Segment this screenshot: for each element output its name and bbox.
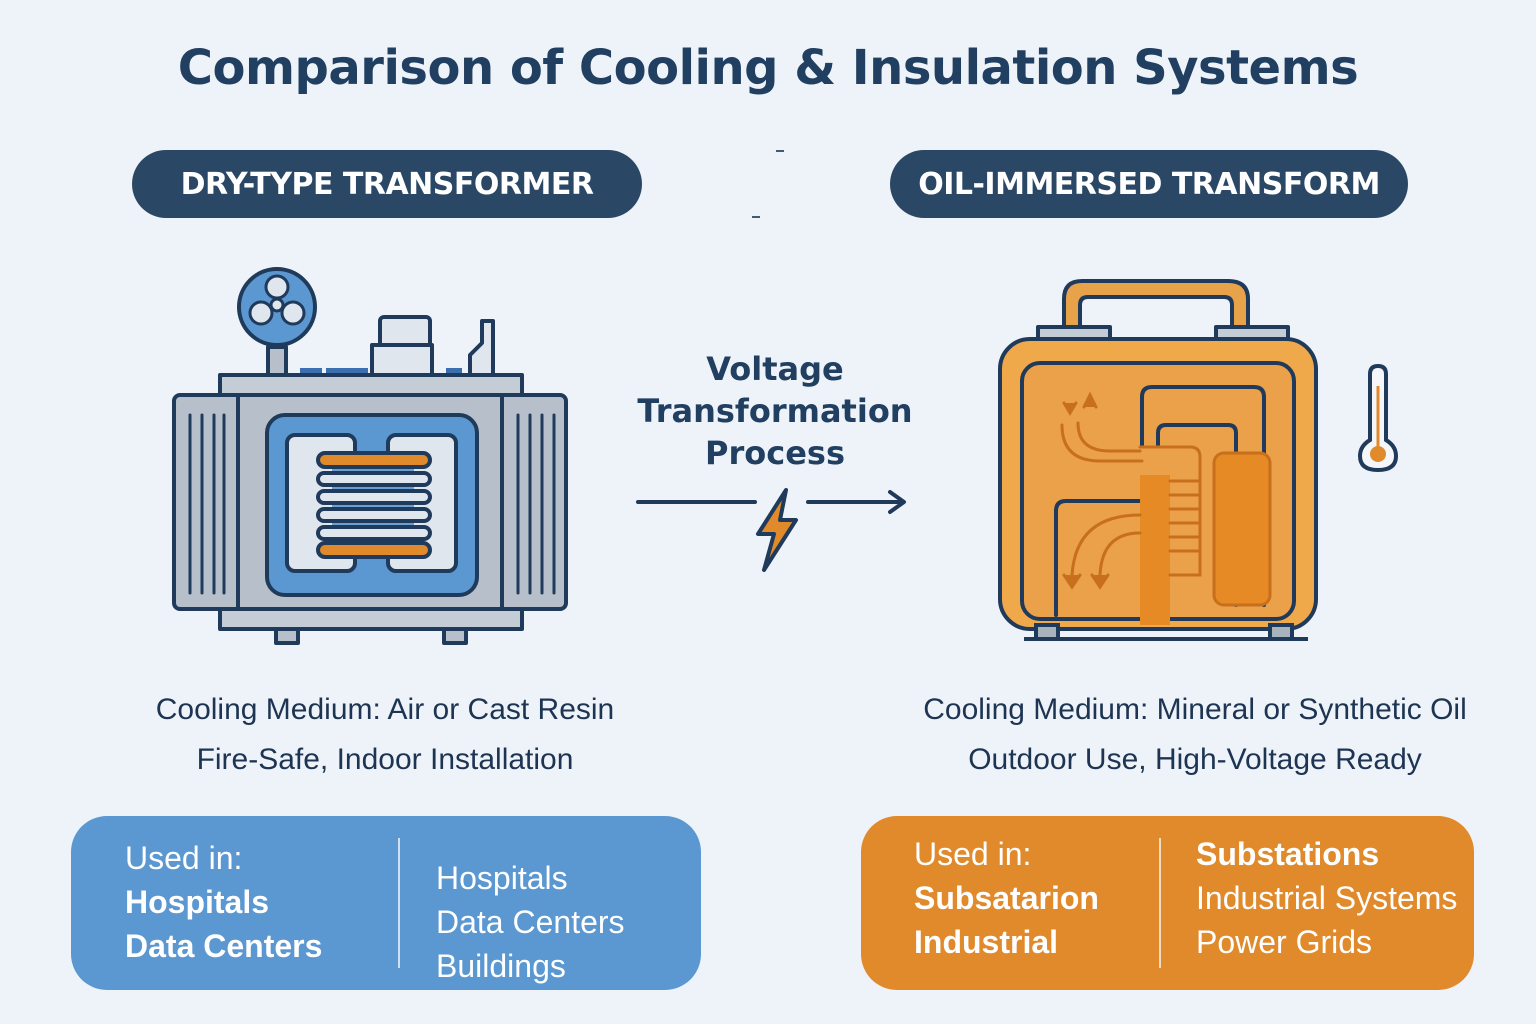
oil-immersed-description: Cooling Medium: Mineral or Synthetic Oil… — [870, 685, 1520, 785]
card-divider — [398, 838, 400, 968]
usage-item: Power Grids — [1196, 924, 1373, 960]
separator-dash — [776, 150, 784, 152]
process-label-line: Transformation — [637, 392, 913, 430]
process-label-line: Process — [705, 434, 845, 472]
usage-secondary-list: Hospitals Data Centers Buildings — [436, 856, 625, 988]
usage-label: Used in: — [914, 836, 1032, 872]
usage-item: Buildings — [436, 948, 566, 984]
usage-label: Used in: — [125, 840, 243, 876]
features-text: Outdoor Use, High-Voltage Ready — [968, 743, 1422, 776]
dry-type-description: Cooling Medium: Air or Cast Resin Fire-S… — [100, 685, 670, 785]
features-text: Fire-Safe, Indoor Installation — [196, 743, 574, 776]
right-arrow-icon — [636, 490, 906, 514]
dry-type-transformer-icon — [172, 267, 568, 645]
thermometer-icon — [1357, 363, 1399, 473]
usage-primary-list: Used in: Hospitals Data Centers — [125, 836, 322, 968]
process-label-line: Voltage — [706, 350, 844, 388]
oil-immersed-usage-card: Used in: Subsatarion Industrial Substati… — [861, 816, 1474, 990]
usage-item: Industrial Systems — [1196, 880, 1458, 916]
page-title: Comparison of Cooling & Insulation Syste… — [177, 40, 1359, 96]
separator-dash — [752, 216, 760, 218]
lightning-bolt-icon — [756, 488, 798, 572]
card-divider — [1159, 838, 1161, 968]
usage-item: Industrial — [914, 924, 1059, 960]
usage-secondary-list: Substations Industrial Systems Power Gri… — [1196, 832, 1457, 964]
usage-item: Data Centers — [125, 928, 323, 964]
usage-item: Data Centers — [436, 904, 625, 940]
dry-type-usage-card: Used in: Hospitals Data Centers Hospital… — [71, 816, 701, 990]
oil-immersed-header: OIL-IMMERSED TRANSFORM — [890, 150, 1408, 218]
process-label: Voltage Transformation Process — [620, 348, 930, 474]
usage-item: Subsatarion — [914, 880, 1099, 916]
cooling-medium-text: Cooling Medium: Air or Cast Resin — [155, 693, 615, 726]
dry-type-header: DRY-TYPE TRANSFORMER — [132, 150, 642, 218]
cooling-medium-text: Cooling Medium: Mineral or Synthetic Oil — [923, 693, 1467, 726]
oil-immersed-transformer-icon — [998, 279, 1318, 641]
usage-item: Hospitals — [125, 884, 270, 920]
usage-item: Substations — [1196, 836, 1380, 872]
usage-item: Hospitals — [436, 860, 568, 896]
usage-primary-list: Used in: Subsatarion Industrial — [914, 832, 1099, 964]
